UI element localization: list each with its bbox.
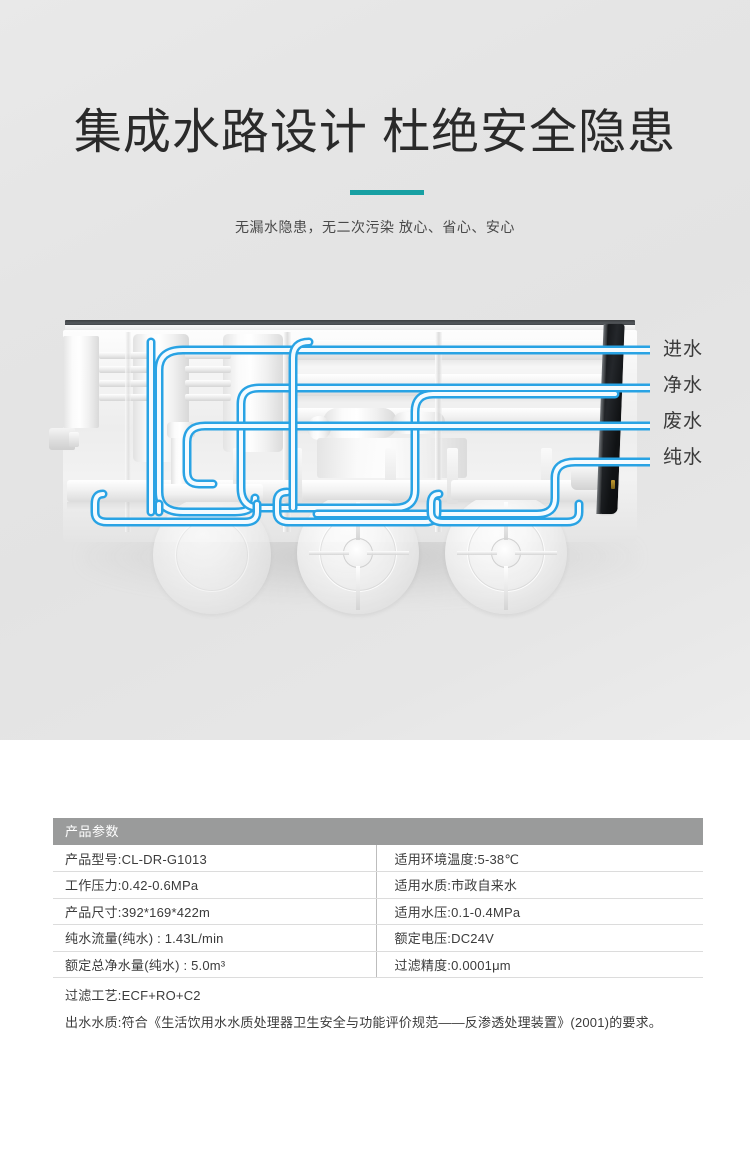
inlet-port-stem [69,432,79,447]
spec-table: 产品型号:CL-DR-G1013 适用环境温度:5-38℃ 工作压力:0.42-… [53,845,703,978]
callout-label-inlet: 进水 [663,339,704,360]
hero-subtitle: 无漏水隐患，无二次污染 放心、省心、安心 [235,219,515,235]
chassis-rib [283,332,291,532]
manifold-band-shadow [287,396,605,403]
manifold-band-shadow [287,428,605,434]
table-row: 产品型号:CL-DR-G1013 适用环境温度:5-38℃ [53,845,703,872]
vent-fin [185,394,231,401]
spec-table-section: 产品参数 产品型号:CL-DR-G1013 适用环境温度:5-38℃ 工作压力:… [53,818,703,1036]
spec-cell-right: 适用环境温度:5-38℃ [376,845,703,872]
product-diagram: .po { fill:none; stroke:#29a3e4; stroke-… [49,312,650,614]
callout-label-pure: 纯水 [663,447,704,468]
filter-housing-3-spoke [504,566,508,610]
spec-cell-right: 额定电压:DC24V [376,924,703,952]
spec-cell-left: 工作压力:0.42-0.6MPa [53,871,377,899]
hero-section: 集成水路设计 杜绝安全隐患 无漏水隐患，无二次污染 放心、省心、安心 [0,0,750,740]
pipe-pure [312,457,650,519]
pipe-purified [236,383,650,513]
table-row: 额定总净水量(纯水) : 5.0m³ 过滤精度:0.0001μm [53,951,703,978]
spec-footnote-quality: 出水水质:符合《生活饮用水水质处理器卫生安全与功能评价规范——反渗透处理装置》(… [65,1015,662,1030]
outlet-fitting [571,464,601,490]
chassis-top-lip [65,325,635,333]
page-title: 集成水路设计 杜绝安全隐患 [73,106,677,159]
spec-cell-left: 纯水流量(纯水) : 1.43L/min [53,924,377,952]
manifold-band-shadow [287,360,605,367]
spec-cell-left: 额定总净水量(纯水) : 5.0m³ [53,951,377,978]
spec-footnote-process: 过滤工艺:ECF+RO+C2 [65,988,201,1003]
housing-collar-3 [451,480,559,500]
filter-housing-2-spoke [367,551,409,555]
title-accent-divider [350,190,424,195]
chassis-rib [125,332,131,532]
vent-fin [185,366,231,373]
callout-label-purified: 净水 [663,375,704,396]
inlet-port-nipple [49,428,75,450]
pipe-housing-loop-3 [426,489,584,527]
vent-fin [185,352,231,359]
filter-housing-3-spoke [515,551,557,555]
chassis-rib [435,332,442,532]
bracket-clip [385,448,396,504]
spec-cell-right: 适用水压:0.1-0.4MPa [376,898,703,925]
bracket-clip [541,448,552,504]
spec-cell-left: 产品型号:CL-DR-G1013 [53,845,377,872]
table-row: 产品尺寸:392*169*422m 适用水压:0.1-0.4MPa [53,898,703,925]
spec-table-header: 产品参数 [53,818,703,845]
table-row: 工作压力:0.42-0.6MPa 适用水质:市政自来水 [53,871,703,899]
waterway-pipe-overlay: .po { fill:none; stroke:#29a3e4; stroke-… [90,337,650,527]
callout-label-waste: 废水 [663,411,704,432]
left-side-block [63,336,99,428]
chassis-top-rail [65,320,635,327]
filter-housing-3-spoke [457,551,497,555]
spec-cell-right: 过滤精度:0.0001μm [376,951,703,978]
spec-cell-left: 产品尺寸:392*169*422m [53,898,377,925]
filter-housing-2-spoke [356,566,360,610]
bracket-clip [447,448,458,504]
housing-collar-2 [303,480,411,500]
filter-housing-2-spoke [309,551,349,555]
panel-screw [611,480,615,489]
spec-cell-right: 适用水质:市政自来水 [376,871,703,899]
pipe-housing-loop-1 [90,489,262,527]
pipe-waste [182,421,650,489]
pipe-inlet [154,345,650,517]
vent-fin [185,380,231,387]
pipe-riser-mid [288,337,314,513]
table-row: 纯水流量(纯水) : 1.43L/min 额定电压:DC24V [53,924,703,952]
